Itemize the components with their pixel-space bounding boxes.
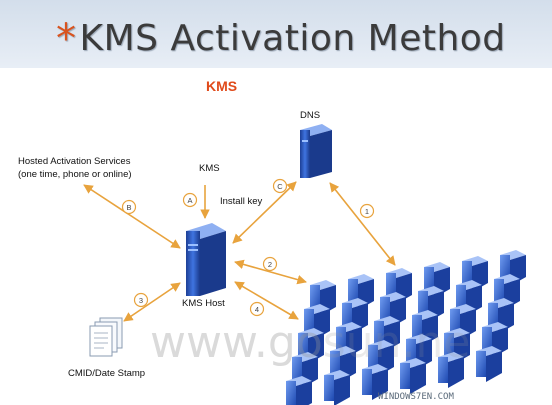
arrow-2: [234, 259, 307, 285]
step-b-label: B: [126, 203, 131, 212]
client-computer-front: [418, 291, 428, 317]
step-c-circle: [272, 178, 288, 194]
arrow-1: [329, 182, 396, 266]
title-band: [0, 0, 552, 68]
slide-title: *KMS Activation Method: [56, 14, 506, 62]
client-computer-front: [342, 303, 352, 329]
title-text: KMS Activation Method: [79, 18, 506, 59]
client-computer-side: [410, 363, 426, 394]
step-b-circle: [121, 199, 137, 215]
arrow-c: [232, 181, 297, 244]
title-star: *: [56, 16, 77, 62]
client-computer-side: [334, 375, 350, 405]
client-computer-front: [438, 357, 448, 383]
step-4-label: 4: [255, 305, 259, 314]
client-computer-side: [448, 357, 464, 388]
client-computer-front: [298, 333, 308, 359]
step-2-circle: [262, 256, 278, 272]
step-3-circle: [133, 292, 149, 308]
arrow-3: [123, 282, 181, 322]
step-4-circle: [249, 301, 265, 317]
cmid-label: CMID/Date Stamp: [68, 368, 146, 379]
cmid-document-icon: [89, 317, 123, 357]
kms-label: KMS: [199, 163, 220, 174]
client-computer-front: [444, 333, 454, 359]
client-computer-side: [296, 381, 312, 405]
kms-heading: KMS: [206, 78, 238, 94]
client-computer-front: [362, 369, 372, 395]
step-1-label: 1: [365, 207, 369, 216]
client-computer-front: [450, 309, 460, 335]
client-computer-front: [456, 285, 466, 311]
arrows: [83, 181, 396, 322]
dns-server-icon: [300, 124, 332, 178]
install-key-label: Install key: [220, 196, 263, 207]
client-computer-front: [336, 327, 346, 353]
hosted-services-label-line2: (one time, phone or online): [18, 169, 132, 180]
client-computer-front: [400, 363, 410, 389]
client-computer-side: [372, 369, 388, 400]
client-computers-grid: [286, 250, 526, 405]
client-computer-front: [500, 255, 510, 281]
client-computer-front: [482, 327, 492, 353]
step-letters: B A C 1 2 4 3: [126, 182, 369, 314]
hosted-services-label-line1: Hosted Activation Services: [18, 156, 131, 167]
arrow-4: [234, 281, 299, 320]
step-markers: [121, 178, 375, 317]
step-a-circle: [182, 192, 198, 208]
watermark: www.gosun.ne: [150, 317, 470, 368]
dns-label: DNS: [300, 110, 321, 121]
client-computer-front: [304, 309, 314, 335]
client-computer-front: [330, 351, 340, 377]
kms-host-label: KMS Host: [182, 298, 225, 309]
step-c-label: C: [277, 182, 283, 191]
client-computer-front: [494, 279, 504, 305]
step-1-circle: [359, 203, 375, 219]
watermark-right: sun.ne: [322, 317, 471, 368]
client-computer-front: [462, 261, 472, 287]
kms-host-server-icon: [186, 223, 226, 296]
site-badge-text: WINDOWS7EN.COM: [378, 392, 454, 402]
client-computer-front: [348, 279, 358, 305]
client-computer-front: [310, 285, 320, 311]
client-computer-front: [286, 381, 296, 405]
client-computer-front: [368, 345, 378, 371]
step-3-label: 3: [139, 296, 143, 305]
client-computer-front: [406, 339, 416, 365]
client-computer-front: [386, 273, 396, 299]
step-2-label: 2: [268, 260, 272, 269]
client-computer-front: [412, 315, 422, 341]
client-computer-front: [292, 357, 302, 383]
client-computer-front: [476, 351, 486, 377]
step-a-label: A: [187, 196, 192, 205]
client-computer-side: [486, 351, 502, 382]
client-computer-front: [488, 303, 498, 329]
client-computer-front: [424, 267, 434, 293]
client-computer-front: [374, 321, 384, 347]
client-computer-front: [324, 375, 334, 401]
arrow-b: [83, 184, 181, 249]
client-computer-front: [380, 297, 390, 323]
watermark-left: www.go: [150, 317, 323, 368]
